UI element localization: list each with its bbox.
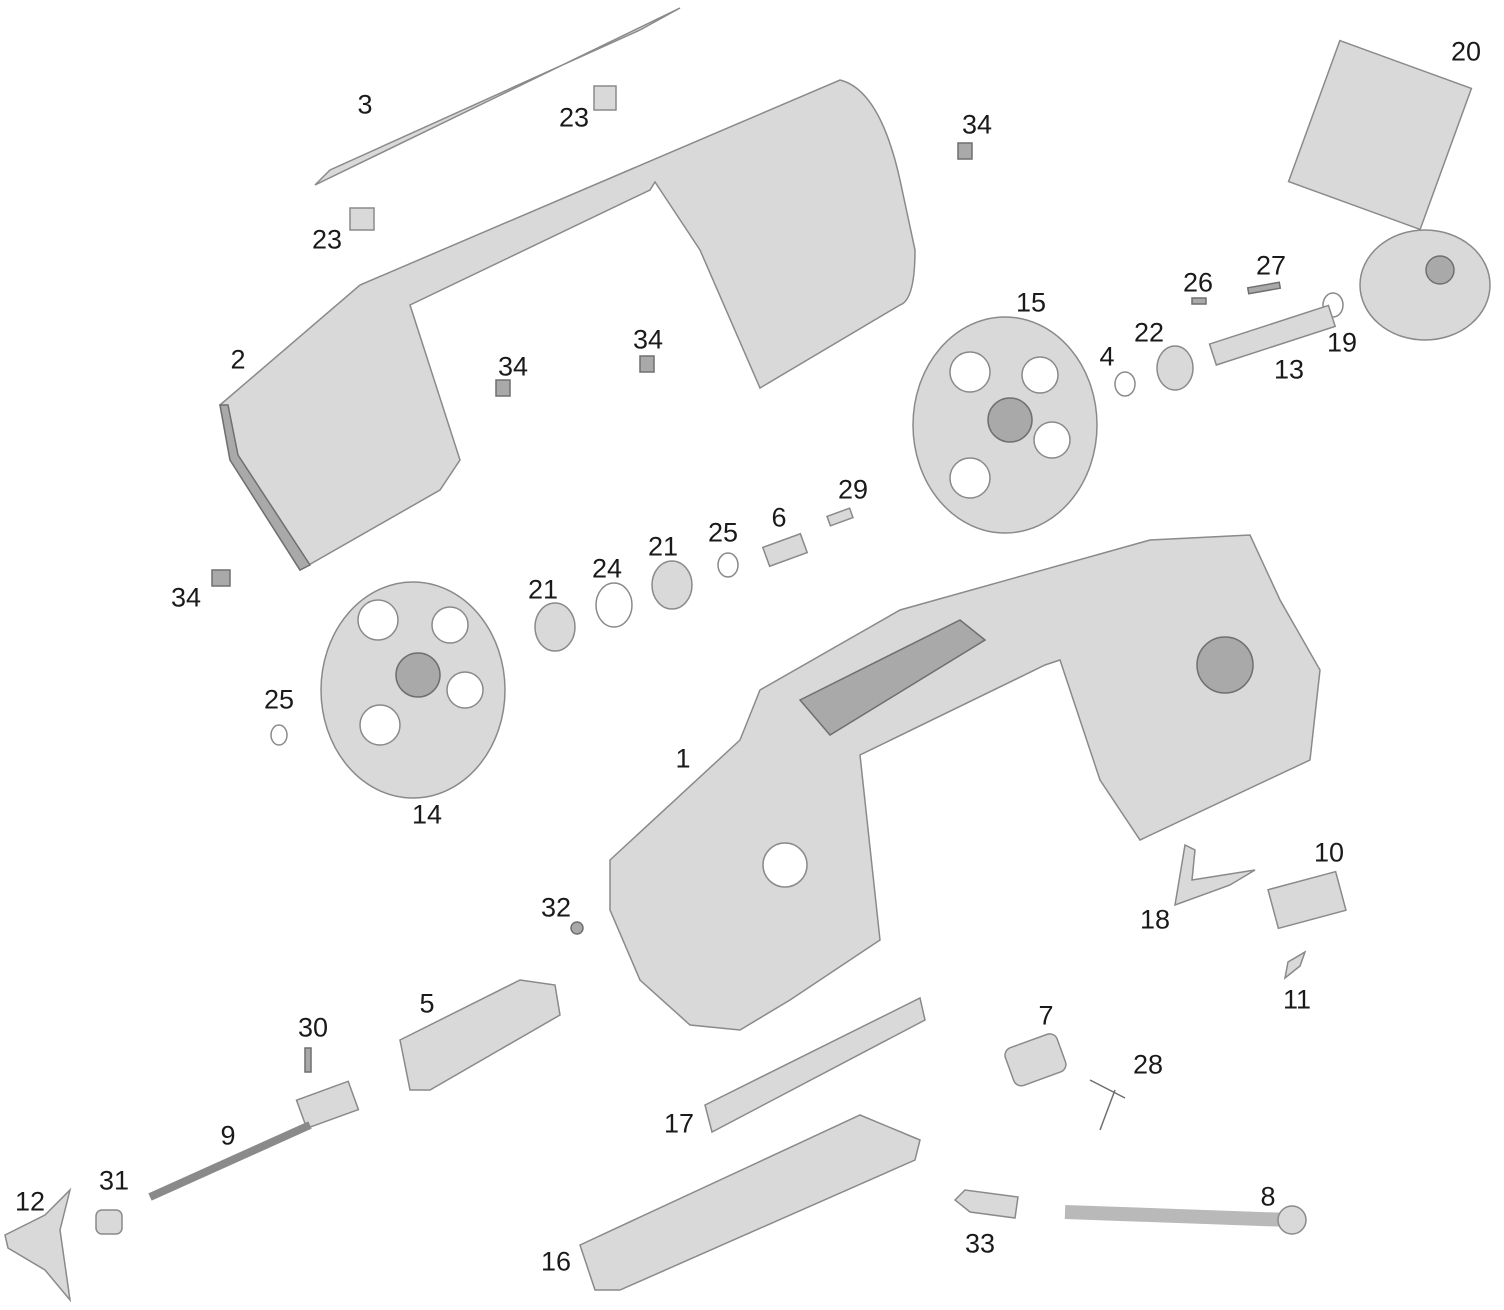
label-part-19: 19 <box>1326 327 1358 358</box>
part-29-pin <box>826 507 854 527</box>
part-23-hinge <box>349 207 375 231</box>
label-part-30: 30 <box>297 1012 329 1043</box>
part-26-key <box>1191 297 1207 305</box>
gearbox-bore <box>1425 255 1455 285</box>
label-part-21: 21 <box>527 574 559 605</box>
label-part-14: 14 <box>411 799 443 830</box>
wheel-hole <box>359 704 401 746</box>
label-part-34: 34 <box>497 351 529 382</box>
part-6-axle <box>761 532 809 568</box>
label-part-26: 26 <box>1182 267 1214 298</box>
part-20-motor <box>1287 39 1473 231</box>
label-part-16: 16 <box>540 1246 572 1277</box>
label-part-34: 34 <box>170 582 202 613</box>
wheel-hole <box>357 599 399 641</box>
part-22-bearing <box>1156 345 1194 391</box>
part-1-frame-window <box>798 619 987 736</box>
frame-bore <box>762 842 808 888</box>
part-28-lever <box>1089 1079 1126 1131</box>
part-34-clip <box>639 355 655 373</box>
wheel-hole <box>446 671 484 709</box>
label-part-29: 29 <box>837 474 869 505</box>
wheel-hole <box>1033 421 1071 459</box>
part-16-chip-tray <box>579 1114 921 1291</box>
part-1-saw-frame <box>609 534 1321 1031</box>
part-32-screw <box>570 921 584 935</box>
label-part-15: 15 <box>1015 287 1047 318</box>
label-part-23: 23 <box>558 102 590 133</box>
part-21-bearing <box>651 560 693 610</box>
part-13-shaft <box>1208 304 1337 366</box>
part-8-rod <box>1064 1205 1291 1227</box>
wheel-hole <box>949 457 991 499</box>
part-5-plate <box>399 979 561 1091</box>
part-30-pin <box>304 1047 312 1073</box>
label-part-25: 25 <box>707 517 739 548</box>
part-2-guard-edge <box>219 404 312 571</box>
label-part-32: 32 <box>540 892 572 923</box>
label-part-28: 28 <box>1132 1049 1164 1080</box>
part-34-clip <box>211 569 231 587</box>
label-part-13: 13 <box>1273 354 1305 385</box>
part-7-cover <box>1004 1033 1067 1087</box>
part-20-gearbox <box>1359 229 1491 341</box>
label-part-3: 3 <box>357 89 373 120</box>
label-part-17: 17 <box>663 1108 695 1139</box>
part-18-bracket <box>1174 843 1256 907</box>
label-part-27: 27 <box>1255 250 1287 281</box>
label-part-4: 4 <box>1099 341 1115 372</box>
label-part-31: 31 <box>98 1165 130 1196</box>
frame-bore <box>1196 636 1254 694</box>
label-part-20: 20 <box>1450 36 1482 67</box>
part-24-ring <box>595 582 633 628</box>
part-33-sleeve <box>953 1189 1019 1219</box>
part-31-knob <box>95 1209 123 1235</box>
wheel-hole <box>1021 356 1059 394</box>
label-part-18: 18 <box>1139 904 1171 935</box>
part-10-block <box>1267 870 1347 930</box>
label-part-22: 22 <box>1133 317 1165 348</box>
wheel-hole <box>949 351 991 393</box>
part-9-block <box>295 1080 360 1130</box>
part-9-rod <box>148 1121 312 1201</box>
part-4-washer <box>1114 371 1136 397</box>
label-part-2: 2 <box>230 344 246 375</box>
label-part-33: 33 <box>964 1228 996 1259</box>
label-part-11: 11 <box>1282 984 1312 1015</box>
part-17-bar <box>704 996 926 1134</box>
label-part-21: 21 <box>647 531 679 562</box>
part-34-clip <box>957 142 973 160</box>
part-8-rod-end <box>1277 1205 1307 1235</box>
label-part-9: 9 <box>220 1120 236 1151</box>
label-part-7: 7 <box>1038 1000 1054 1031</box>
part-11-clip <box>1283 950 1307 980</box>
part-12-handle <box>4 1187 72 1303</box>
label-part-10: 10 <box>1313 837 1345 868</box>
part-21-bearing <box>534 602 576 652</box>
part-2-blade-guard <box>219 79 916 572</box>
part-25-circlip <box>717 552 739 578</box>
part-27-key <box>1246 281 1282 295</box>
label-part-12: 12 <box>14 1186 46 1217</box>
label-part-23: 23 <box>311 224 343 255</box>
part-23-hinge <box>593 85 617 111</box>
label-part-34: 34 <box>632 324 664 355</box>
label-part-34: 34 <box>961 109 993 140</box>
label-part-8: 8 <box>1260 1181 1276 1212</box>
label-part-24: 24 <box>591 553 623 584</box>
part-3-cover-strip <box>314 7 681 186</box>
label-part-1: 1 <box>675 743 691 774</box>
wheel-hole <box>431 606 469 644</box>
label-part-6: 6 <box>771 502 787 533</box>
wheel-hub <box>987 397 1033 443</box>
label-part-5: 5 <box>419 988 435 1019</box>
part-34-clip <box>495 379 511 397</box>
wheel-hub <box>395 652 441 698</box>
part-25-circlip <box>270 724 288 746</box>
label-part-25: 25 <box>263 684 295 715</box>
